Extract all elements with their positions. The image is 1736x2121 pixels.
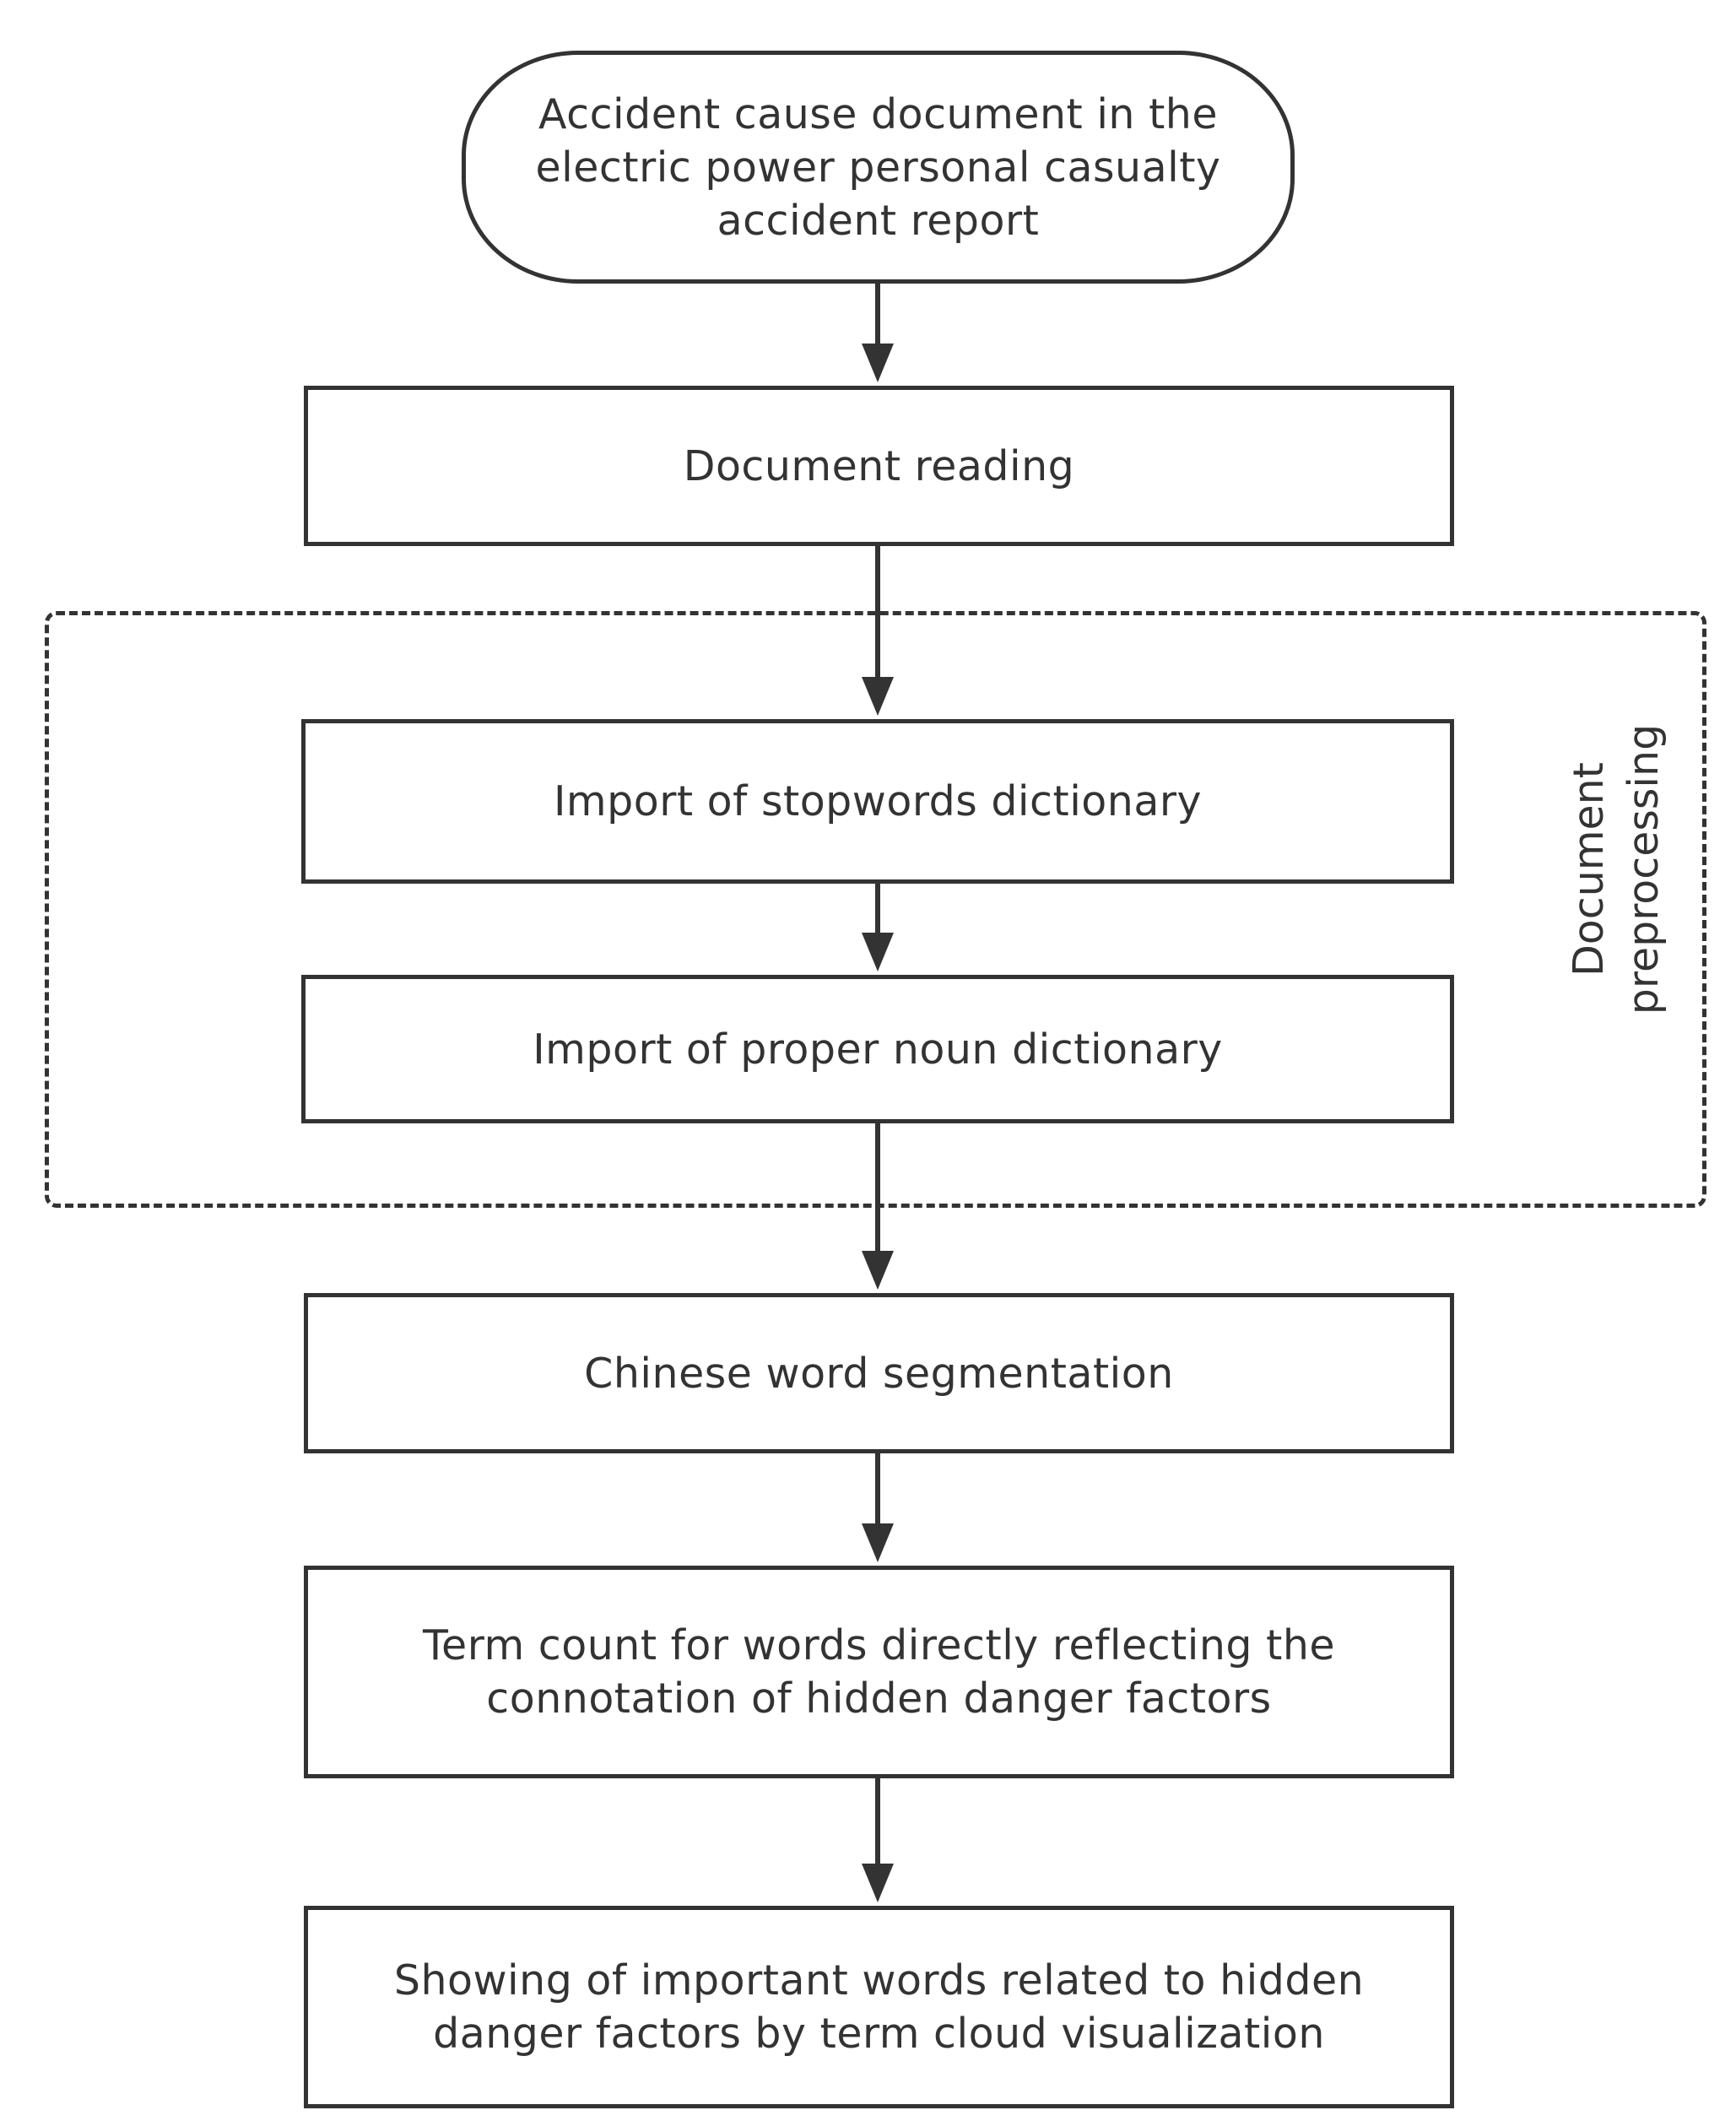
arrowhead-stopwords-to-proper_noun xyxy=(862,933,894,971)
start-node-line1: Accident cause document in the xyxy=(538,89,1218,138)
arrowhead-proper_noun-to-segmentation xyxy=(862,1251,894,1290)
term-count-node: Term count for words directly reflecting… xyxy=(304,1566,1454,1778)
term-count-line1: Term count for words directly reflecting… xyxy=(422,1621,1336,1669)
term-count-line2: connotation of hidden danger factors xyxy=(486,1675,1272,1723)
document-reading-node: Document reading xyxy=(304,386,1454,546)
start-node: Accident cause document in the electric … xyxy=(462,51,1295,284)
showing-line2: danger factors by term cloud visualizati… xyxy=(433,2010,1325,2058)
start-node-line3: accident report xyxy=(717,196,1040,245)
start-node-line2: electric power personal casualty xyxy=(535,143,1221,192)
arrowhead-start-to-document_reading xyxy=(862,344,894,382)
segmentation-label: Chinese word segmentation xyxy=(584,1349,1174,1398)
proper-noun-node: Import of proper noun dictionary xyxy=(301,975,1454,1123)
proper-noun-label: Import of proper noun dictionary xyxy=(533,1025,1223,1074)
stopwords-label: Import of stopwords dictionary xyxy=(553,777,1203,825)
document-reading-label: Document reading xyxy=(683,441,1075,490)
showing-node: Showing of important words related to hi… xyxy=(304,1906,1454,2108)
segmentation-node: Chinese word segmentation xyxy=(304,1293,1454,1453)
arrowhead-term_count-to-showing xyxy=(862,1864,894,1902)
showing-line1: Showing of important words related to hi… xyxy=(393,1956,1365,2005)
arrowhead-segmentation-to-term_count xyxy=(862,1523,894,1562)
stopwords-node: Import of stopwords dictionary xyxy=(301,719,1454,884)
arrowhead-document_reading-to-stopwords xyxy=(862,677,894,716)
